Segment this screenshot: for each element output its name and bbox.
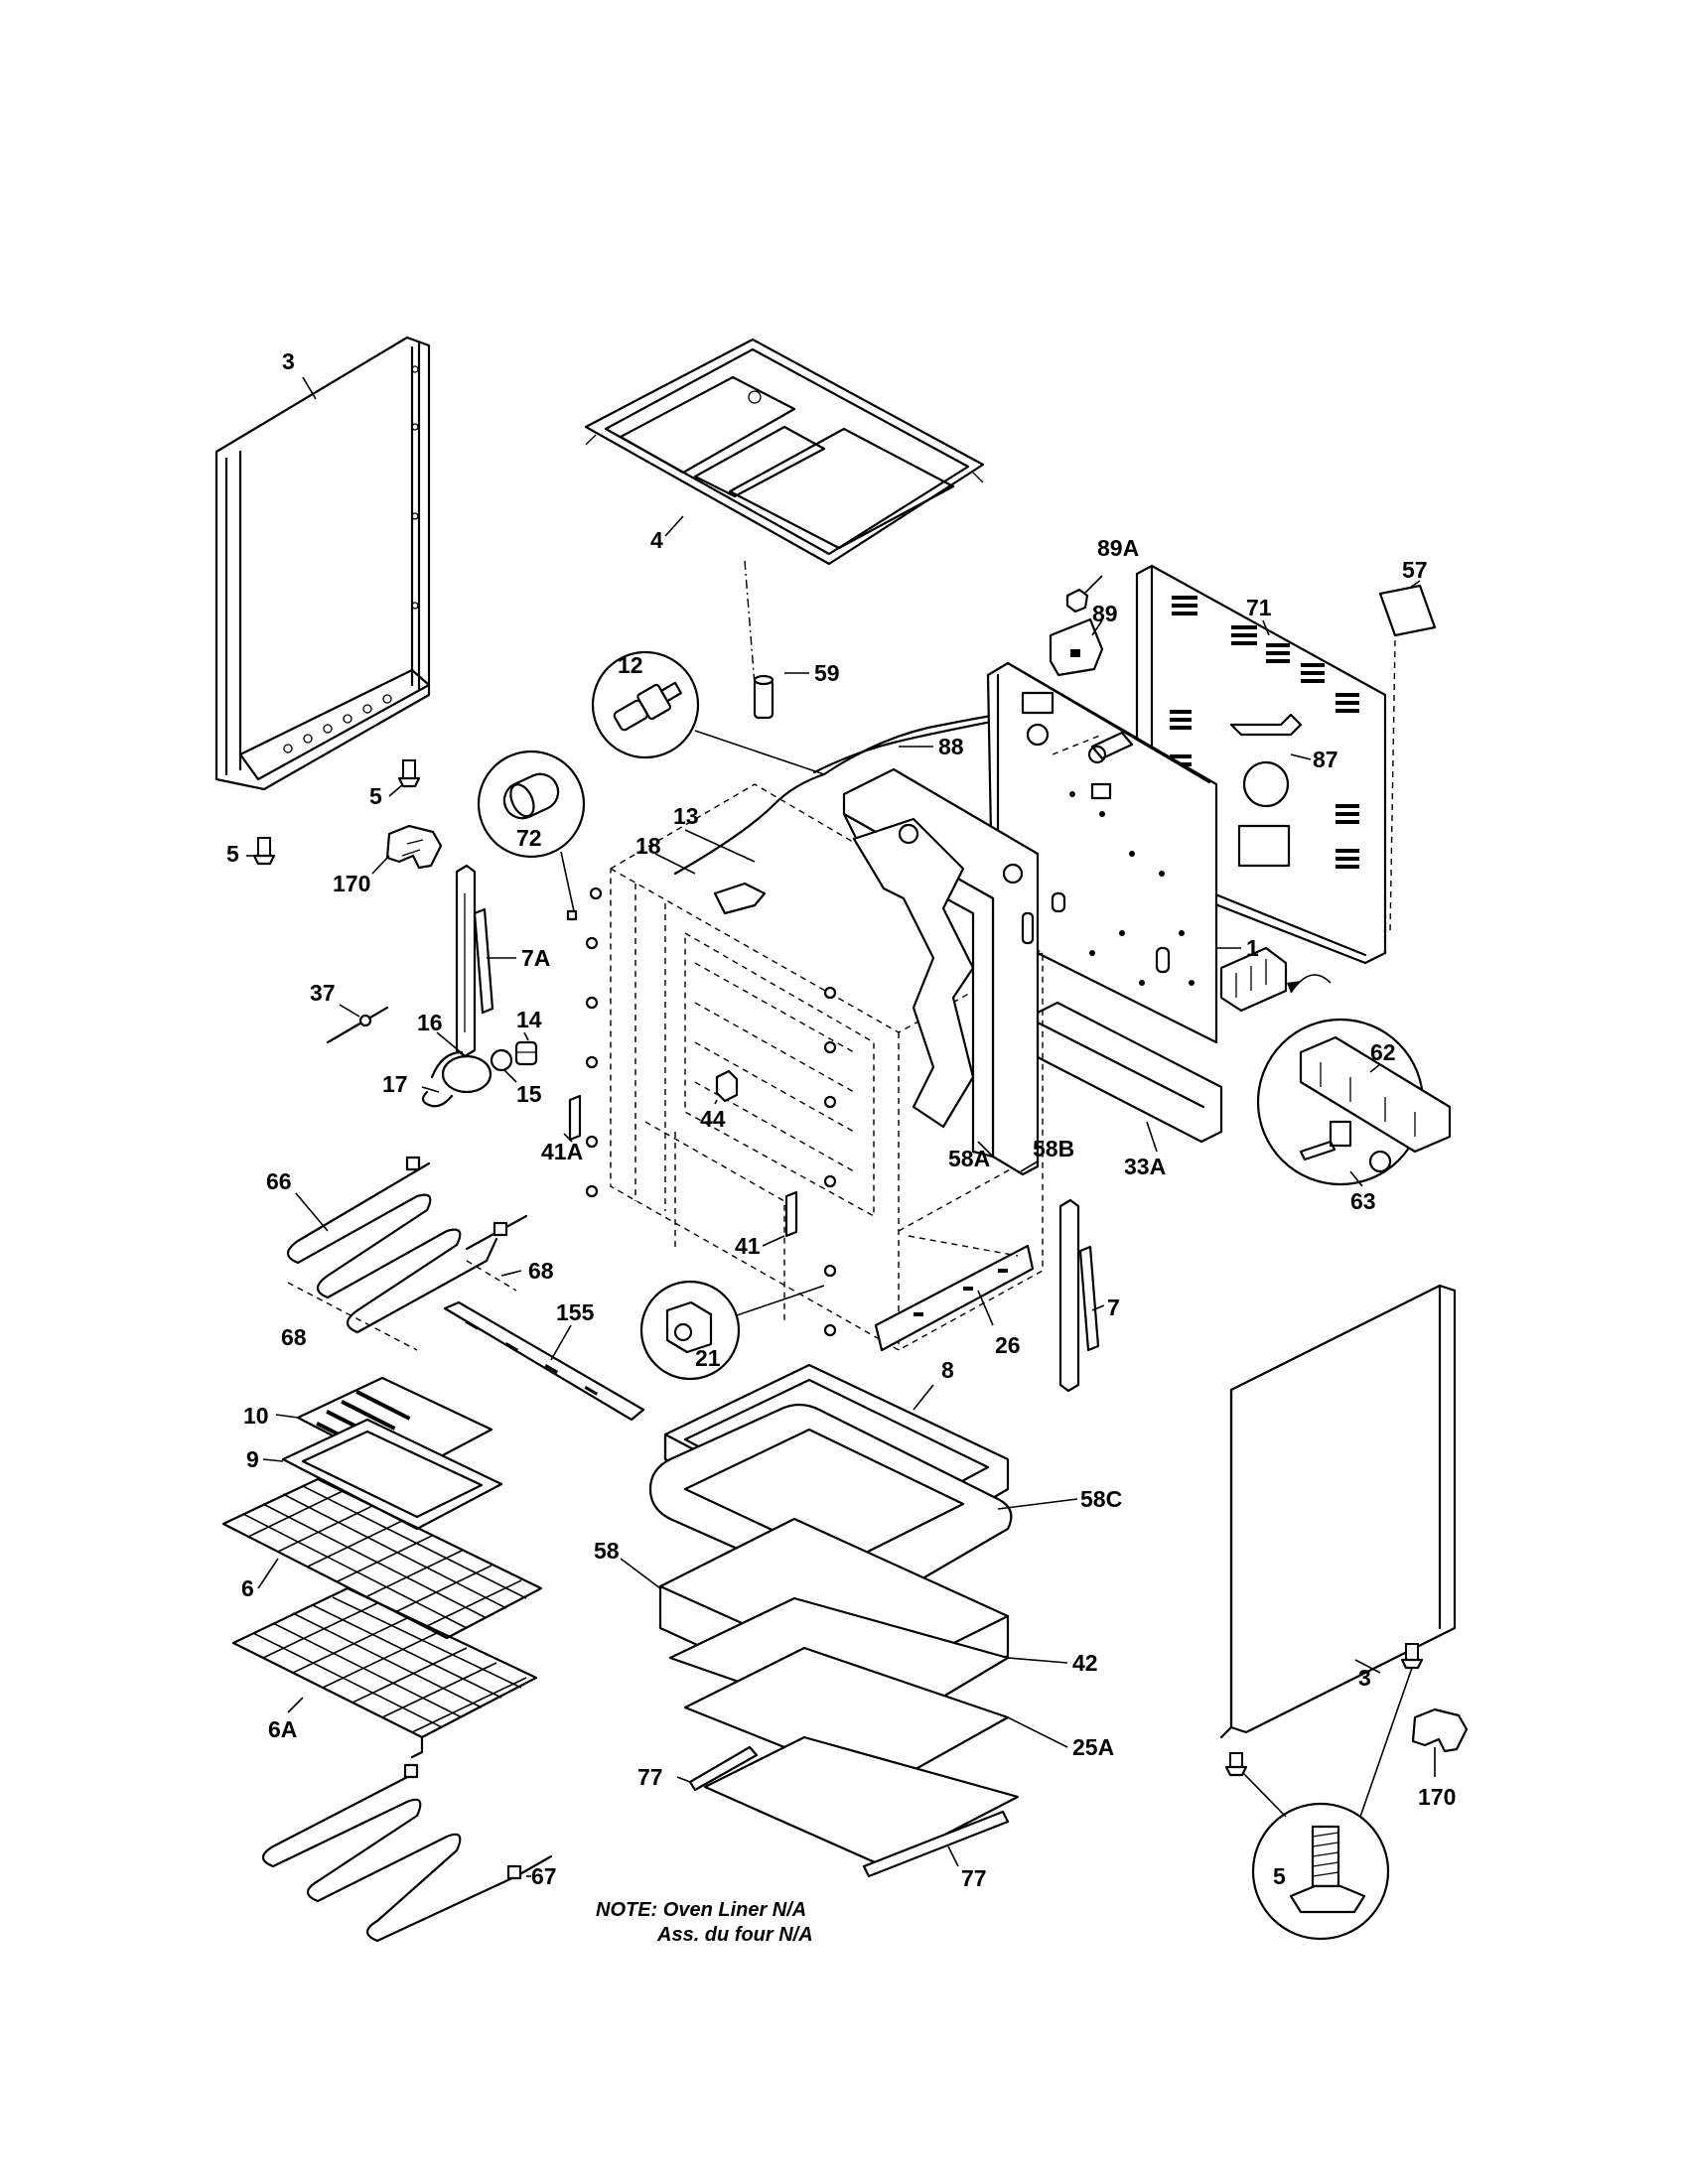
detail-circle-21 (639, 1280, 741, 1381)
label-plate-57 (1378, 584, 1437, 637)
callout-5-a: 5 (369, 783, 382, 809)
callout-170-left: 170 (333, 871, 370, 896)
callout-6a: 6A (268, 1716, 297, 1742)
bracket-89a (1065, 588, 1089, 614)
right-side-panel (1219, 1284, 1457, 1739)
callout-21: 21 (695, 1345, 721, 1371)
callout-3-left: 3 (282, 348, 295, 374)
callout-44: 44 (700, 1106, 726, 1132)
detail-circle-5 (1251, 1802, 1390, 1941)
oven-vent-155 (443, 1300, 645, 1422)
callout-58c: 58C (1080, 1486, 1122, 1512)
detail-circle-12 (591, 650, 700, 759)
detail-circle-72 (477, 750, 586, 859)
callout-57: 57 (1402, 557, 1428, 583)
callout-5-b: 5 (226, 841, 239, 867)
callout-26: 26 (995, 1332, 1021, 1358)
callout-9: 9 (246, 1446, 259, 1472)
callout-7: 7 (1107, 1295, 1120, 1320)
callout-3-right: 3 (1358, 1665, 1371, 1691)
note-line-1: NOTE: Oven Liner N/A (596, 1899, 806, 1921)
callout-59: 59 (814, 660, 840, 686)
callout-89: 89 (1092, 601, 1118, 626)
terminal-block (1219, 946, 1288, 1013)
detail-circle-62 (1256, 1018, 1452, 1186)
callout-71: 71 (1246, 595, 1272, 620)
callout-63: 63 (1350, 1188, 1376, 1214)
anti-tip-bracket-left (385, 824, 443, 870)
door-hinge-7 (1058, 1198, 1100, 1393)
anti-tip-bracket-right (1411, 1707, 1469, 1753)
bracket-41 (784, 1190, 798, 1238)
callout-33a: 33A (1124, 1154, 1166, 1179)
leveling-screw-left-b (252, 837, 276, 866)
door-hinge-7a (455, 864, 494, 1058)
callout-25a: 25A (1072, 1734, 1114, 1760)
left-side-panel (214, 336, 431, 791)
drawer-slide-77a (688, 1745, 759, 1792)
callout-6: 6 (241, 1575, 254, 1601)
callout-41: 41 (735, 1233, 761, 1259)
note-line-2: Ass. du four N/A (656, 1924, 813, 1946)
callout-42: 42 (1072, 1650, 1098, 1676)
bulb-socket-59 (753, 674, 774, 720)
callout-37: 37 (310, 980, 336, 1006)
callout-87: 87 (1313, 747, 1338, 772)
callout-1: 1 (1246, 935, 1259, 961)
callout-77-a: 77 (637, 1764, 663, 1790)
callout-12: 12 (618, 652, 643, 678)
callout-66: 66 (266, 1168, 292, 1194)
callout-8: 8 (941, 1357, 954, 1383)
oven-rack-6a (231, 1586, 538, 1759)
callout-68-b: 68 (281, 1324, 307, 1350)
callout-155: 155 (556, 1299, 595, 1325)
callout-16: 16 (417, 1010, 443, 1035)
callout-58: 58 (594, 1538, 620, 1564)
callout-7a: 7A (521, 945, 550, 971)
callout-77-b: 77 (961, 1865, 987, 1891)
callout-62: 62 (1370, 1039, 1396, 1065)
callout-67: 67 (531, 1863, 557, 1889)
callout-72: 72 (516, 825, 542, 851)
oven-rack-6 (221, 1477, 543, 1640)
callout-15: 15 (516, 1081, 542, 1107)
callout-68-a: 68 (528, 1258, 554, 1284)
callout-88: 88 (938, 734, 964, 759)
callout-17: 17 (382, 1071, 408, 1097)
leveling-screw-right-b (1224, 1752, 1248, 1777)
bracket-89 (1049, 617, 1104, 677)
callout-4: 4 (650, 527, 663, 553)
callout-58a: 58A (948, 1146, 990, 1171)
clip-44 (715, 1069, 739, 1103)
callout-5-c: 5 (1273, 1863, 1286, 1889)
front-rail-26 (874, 1244, 1035, 1352)
drawer-slide-77b (862, 1810, 1010, 1878)
cooktop-frame (584, 338, 985, 566)
broil-element-67 (261, 1763, 553, 1943)
callout-58b: 58B (1033, 1136, 1074, 1161)
front-frame (842, 767, 1040, 1176)
callout-14: 14 (516, 1007, 542, 1032)
leveling-screw-left-a (397, 759, 421, 788)
callout-18: 18 (635, 833, 661, 859)
leveling-screw-right-a (1400, 1643, 1424, 1670)
inner-back-panel (986, 661, 1218, 1044)
callout-89a: 89A (1097, 535, 1139, 561)
callout-13: 13 (673, 803, 699, 829)
bake-element-66 (286, 1156, 528, 1334)
mounting-screws (585, 887, 837, 1337)
callout-10: 10 (243, 1403, 269, 1429)
callout-170-right: 170 (1418, 1784, 1456, 1810)
callout-labels: 3 4 5 5 170 12 59 88 89A 89 71 57 87 72 … (226, 348, 1456, 1891)
bracket-41a (568, 1094, 582, 1142)
callout-41a: 41A (541, 1139, 583, 1164)
